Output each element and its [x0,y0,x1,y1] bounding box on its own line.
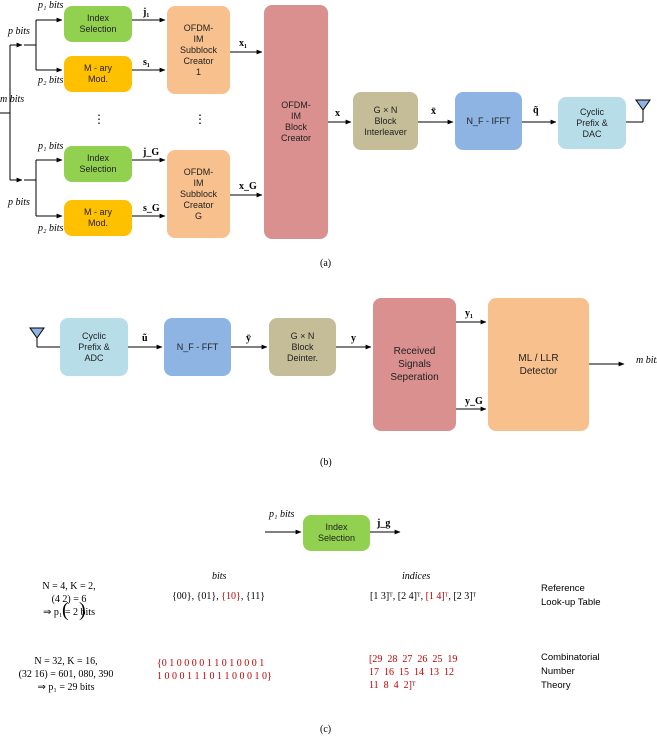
p-bits-lower-label: p bits [8,197,30,208]
row2-indices-transpose: ᵀ [411,680,416,691]
p2-bits-upper-label: p₂ bits [38,75,64,86]
index-selection-block-1: Index Selection [64,6,132,42]
block-creator: OFDM- IM Block Creator [264,5,328,239]
signal-xbar: x̄ [431,106,436,117]
signal-y1: y₁ [465,308,473,319]
row1-bits-part-b: , {11} [240,591,266,602]
row1-bits: {00}, {01}, {10}, {11} [172,590,265,603]
mary-mod-block-g: M - ary Mod. [64,200,132,236]
fft-block: N_F - FFT [164,318,231,376]
row1-method: Reference Look-up Table [541,583,601,608]
subblock-creator-g: OFDM- IM Subblock Creator G [167,150,230,238]
signal-jG: j_G [143,147,160,158]
row2-indices: [29 28 27 26 25 19 17 16 15 14 13 12 11 … [369,653,457,692]
p-bits-upper-label: p bits [8,26,30,37]
row2-parameters: N = 32, K = 16, (32 16) = 601, 080, 390 … [18,656,114,693]
cyclic-prefix-adc: Cyclic Prefix & ADC [60,318,128,376]
signal-y: y [351,333,356,344]
block-deinterleaver: G × N Block Deinter. [269,318,336,376]
caption-c: (c) [320,724,332,735]
row2-bits: {0 1 0 0 0 0 1 1 0 1 0 0 0 1 1 0 0 0 1 1… [157,658,272,682]
mary-mod-block-1: M - ary Mod. [64,56,132,92]
input-bits-label: m bits [0,94,25,105]
binom-paren-right-1: ) [79,599,86,621]
signal-utilde: ũ [142,333,148,344]
signal-j1: j₁ [143,7,150,18]
signal-sG: s_G [143,203,160,214]
binom-paren-left-1: ( [62,599,69,621]
ifft-block: N_F - IFFT [455,92,522,150]
vertical-dots-right: ⋮ [194,112,206,126]
signal-qtilde: q̃ [533,105,539,116]
column-header-indices: indices [402,571,431,582]
subblock-creator-1: OFDM- IM Subblock Creator 1 [167,6,230,94]
rx-antenna-icon [29,327,45,339]
row2-indices-values: [29 28 27 26 25 19 17 16 15 14 13 12 11 … [369,654,458,691]
signal-jg: j_g [377,518,391,529]
index-selection-block-c: Index Selection [303,515,370,551]
cyclic-prefix-dac: Cyclic Prefix & DAC [558,97,626,149]
caption-a: (a) [320,258,332,269]
p2-bits-lower-label: p₂ bits [38,223,64,234]
caption-b: (b) [320,457,332,468]
row1-bits-highlight: {10} [221,591,241,602]
row1-bits-part-a: {00}, {01}, [172,591,222,602]
column-header-bits: bits [212,571,227,582]
detector-block: ML / LLR Detector [488,298,589,431]
block-interleaver: G × N Block Interleaver [353,92,418,150]
signal-yG: y_G [465,396,483,407]
signal-x1: x₁ [239,38,247,49]
row1-indices: [1 3]ᵀ, [2 4]ᵀ, [1 4]ᵀ, [2 3]ᵀ [370,590,476,603]
index-selection-block-g: Index Selection [64,146,132,182]
row1-parameters: N = 4, K = 2, (4 2) = 6 ⇒ p₁ = 2 bits [42,581,96,618]
p1-bits-upper-label: p₁ bits [38,0,64,11]
p1-bits-label-c: p₁ bits [269,509,295,520]
row1-indices-part-a: [1 3]ᵀ, [2 4]ᵀ, [370,591,426,602]
output-bits-label: m bits [636,355,657,366]
signal-ybar: ȳ [246,333,251,344]
row1-indices-highlight: [1 4]ᵀ [425,591,449,602]
signal-xG: x_G [239,181,257,192]
tx-antenna-icon [635,99,651,111]
p1-bits-lower-label: p₁ bits [38,141,64,152]
row2-method: Combinatorial Number Theory [541,652,600,691]
signal-x: x [335,108,340,119]
vertical-dots-left: ⋮ [93,112,105,126]
signal-s1: s₁ [143,57,150,68]
signals-separation-block: Received Signals Seperation [373,298,456,431]
row1-indices-part-b: , [2 3]ᵀ [448,591,477,602]
